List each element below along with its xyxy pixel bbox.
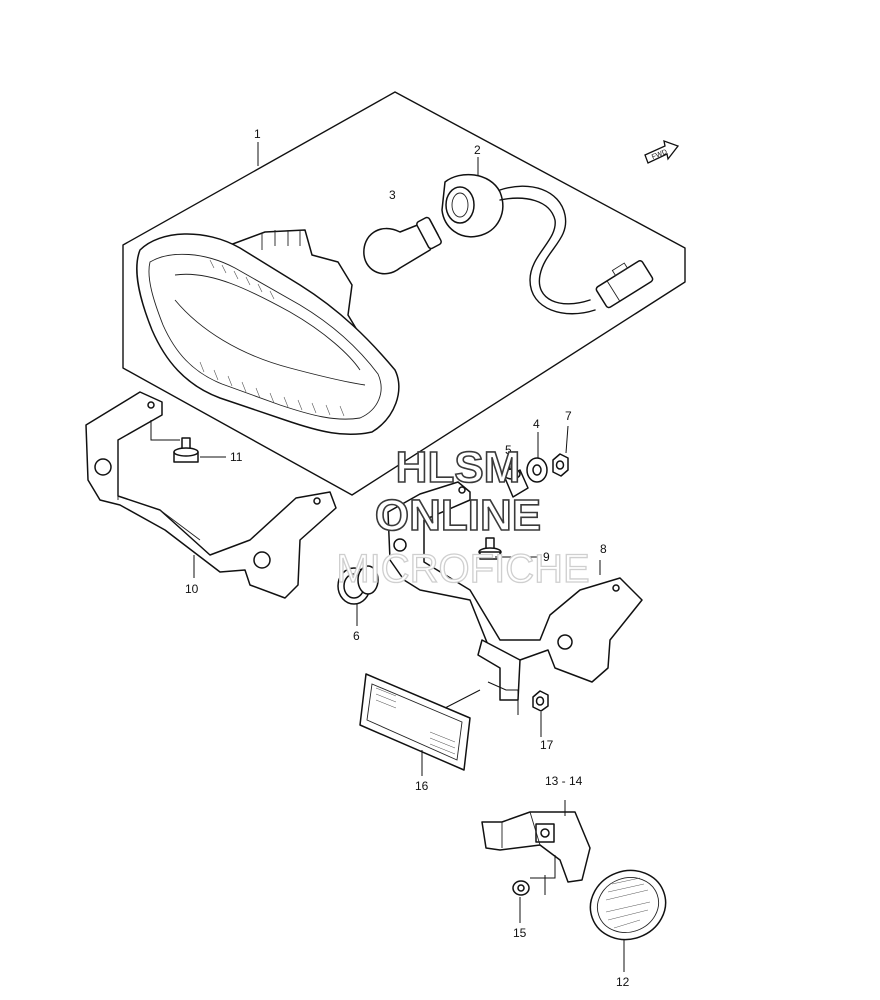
part-number-8: 8 <box>600 542 607 556</box>
grommet-6 <box>337 565 379 605</box>
leader-lines <box>150 142 625 972</box>
part-number-12: 12 <box>616 975 630 989</box>
part-number-7: 7 <box>565 409 572 423</box>
watermark-line-1: HLSM <box>396 443 521 492</box>
fwd-arrow-icon: FWD <box>644 140 680 164</box>
nut-17 <box>532 690 549 712</box>
assembly-outline-box <box>122 91 686 496</box>
part-number-3: 3 <box>389 188 396 202</box>
part-number-16: 16 <box>415 779 429 793</box>
reflector-bracket <box>481 811 591 883</box>
rectangular-reflector <box>359 673 471 771</box>
bolt-11 <box>173 437 199 463</box>
bolt-9 <box>478 537 502 560</box>
part-number-6: 6 <box>353 629 360 643</box>
part-number-1: 1 <box>254 127 261 141</box>
part-number-13-14: 13 - 14 <box>545 774 583 788</box>
part-number-2: 2 <box>474 143 481 157</box>
watermark: HLSM ONLINE MICROFICHE <box>336 442 591 591</box>
tail-lamp-housing <box>136 229 400 436</box>
part-number-15: 15 <box>513 926 527 940</box>
round-reflector <box>589 869 667 941</box>
part-number-9: 9 <box>543 550 550 564</box>
part-number-11: 11 <box>230 450 243 464</box>
nut-7 <box>552 453 569 477</box>
nut-15 <box>512 880 530 896</box>
bulb-socket-with-wire <box>441 173 654 315</box>
part-number-5: 5 <box>505 443 512 457</box>
watermark-line-2: ONLINE <box>375 491 541 540</box>
part-number-labels: 1 2 3 4 5 6 7 8 9 10 11 12 13 - 14 15 16… <box>185 127 630 989</box>
right-bracket <box>387 481 643 701</box>
washer-4 <box>526 457 548 483</box>
spacer-5 <box>503 468 529 498</box>
part-number-4: 4 <box>533 417 540 431</box>
part-number-17: 17 <box>540 738 554 752</box>
part-number-10: 10 <box>185 582 199 596</box>
watermark-line-3: MICROFICHE <box>336 547 589 591</box>
left-bracket <box>85 391 337 599</box>
bulb <box>363 216 442 275</box>
